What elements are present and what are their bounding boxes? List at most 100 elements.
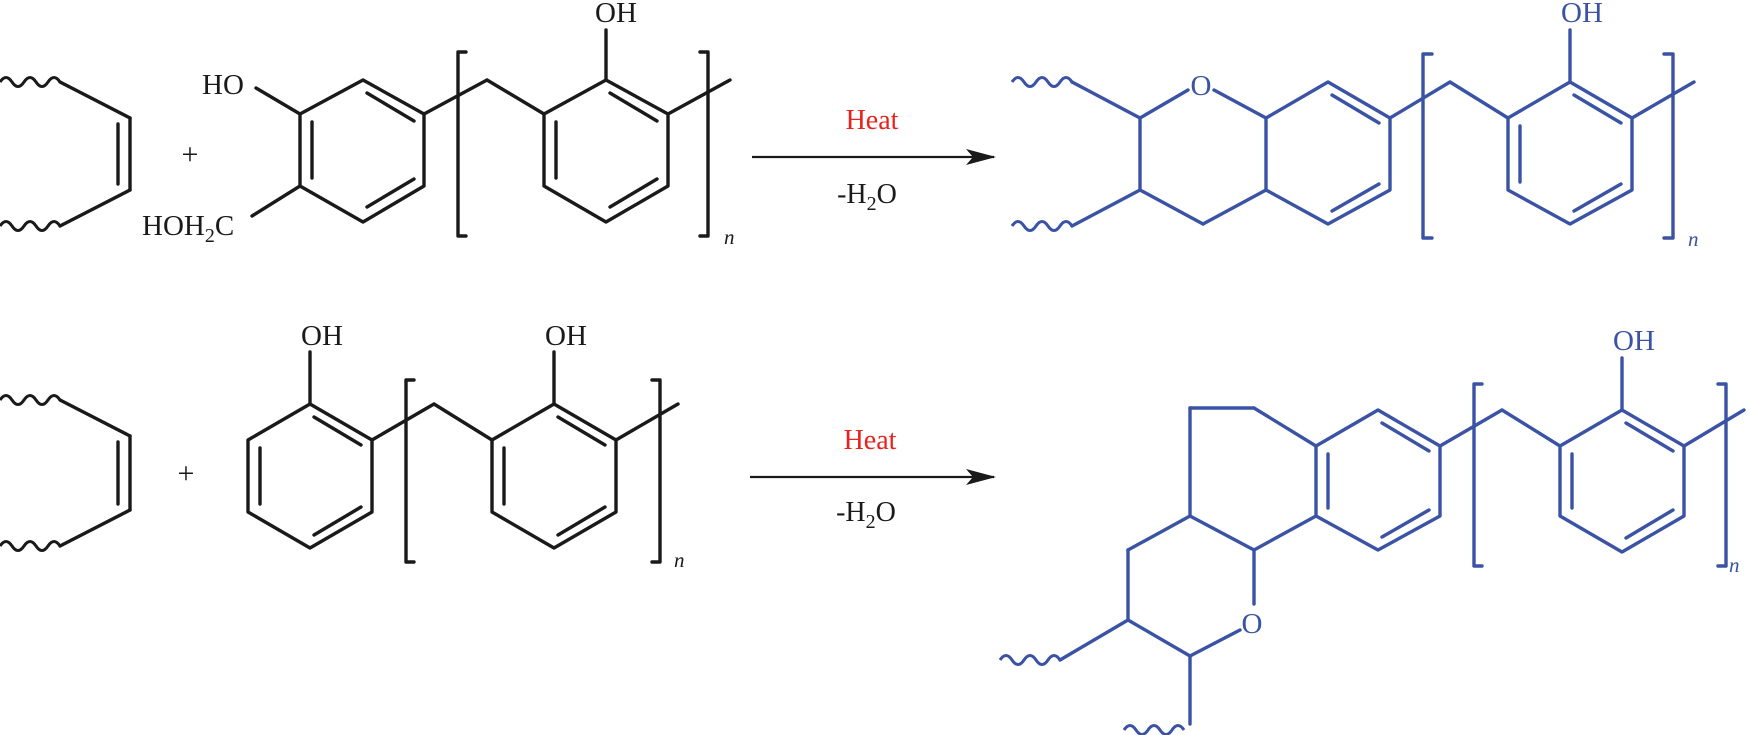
alkene-bond bbox=[58, 398, 132, 438]
benzene-ring bbox=[1264, 80, 1392, 226]
polymer-chain-wavy-bond bbox=[0, 76, 62, 88]
repeat-index: n bbox=[1688, 227, 1699, 251]
repeat-unit-bracket-left bbox=[404, 378, 416, 564]
hydroxyl-label: OH bbox=[301, 320, 343, 352]
ring-fusion-bond bbox=[1252, 514, 1318, 552]
benzene-ring bbox=[1314, 408, 1442, 552]
benzene-ring-repeat bbox=[542, 78, 670, 224]
chain-bond bbox=[1070, 80, 1142, 120]
repeat-unit-bracket-right bbox=[1716, 382, 1728, 568]
bridge-bond bbox=[432, 402, 494, 442]
aromatic-double-bond bbox=[608, 91, 659, 123]
reaction-2: + OH OH n Heat -H2O bbox=[0, 320, 1746, 735]
aromatic-double-bond bbox=[365, 177, 416, 209]
repeat-unit-bracket-left bbox=[456, 50, 468, 238]
repeat-index: n bbox=[1729, 553, 1740, 577]
pyran-ring-bond bbox=[1126, 618, 1192, 658]
repeat-index: n bbox=[674, 548, 685, 572]
aromatic-double-bond bbox=[1330, 182, 1381, 213]
reaction-1-alkene bbox=[0, 76, 132, 232]
reaction-1-chroman-product: O OH n bbox=[1010, 0, 1699, 251]
alkene-bond bbox=[58, 188, 132, 228]
pyran-ring-bond bbox=[1138, 88, 1190, 120]
chain-bond bbox=[1070, 188, 1142, 228]
ring-oxygen-label: O bbox=[1191, 70, 1212, 102]
chain-continuation-bond bbox=[1630, 80, 1696, 120]
reaction-2-novolac: OH OH n bbox=[246, 320, 685, 572]
aromatic-double-bond bbox=[1624, 508, 1675, 540]
polymer-chain-wavy-bond bbox=[998, 654, 1062, 666]
pyran-ring-bond bbox=[1212, 88, 1268, 120]
bridge-bond bbox=[1448, 80, 1510, 120]
repeat-unit-bracket-left bbox=[1472, 382, 1484, 568]
pyran-ring-bond bbox=[1201, 188, 1268, 226]
pyran-ring-bond bbox=[1138, 188, 1205, 226]
methylol-label: HOH2C bbox=[142, 210, 234, 247]
reaction-1-methylol-novolac: HO HOH2C OH n bbox=[142, 0, 735, 249]
alkene-bond bbox=[58, 80, 132, 120]
polymer-chain-wavy-bond bbox=[0, 394, 62, 406]
hydroxyl-bond bbox=[254, 86, 302, 116]
aromatic-double-bond bbox=[312, 505, 363, 537]
bridge-bond bbox=[1388, 80, 1452, 120]
pyran-ring-bond bbox=[1126, 514, 1192, 552]
repeat-unit-bracket-right bbox=[1662, 52, 1675, 240]
hydroxyl-label: OH bbox=[595, 0, 637, 29]
aromatic-double-bond bbox=[1380, 421, 1431, 453]
aromatic-double-bond bbox=[1572, 182, 1623, 213]
bridge-bond bbox=[370, 402, 436, 442]
repeat-unit-bracket-right bbox=[650, 378, 662, 564]
hydroxyl-label: OH bbox=[545, 320, 587, 352]
aromatic-double-bond bbox=[365, 91, 416, 123]
reaction-2-fused-product: O OH n bbox=[998, 325, 1746, 735]
aromatic-double-bond bbox=[556, 415, 607, 447]
condition-water-loss-label: -H2O bbox=[836, 497, 896, 533]
reaction-1: + HO HOH2C OH n Heat bbox=[0, 0, 1699, 251]
repeat-unit-bracket-left bbox=[1421, 52, 1434, 240]
condition-heat-label: Heat bbox=[846, 105, 899, 136]
chain-bond bbox=[1058, 618, 1130, 662]
alkene-bond bbox=[58, 508, 132, 548]
pyran-ring-bond bbox=[1188, 628, 1242, 658]
bridge-bond bbox=[422, 78, 489, 116]
aromatic-double-bond bbox=[608, 177, 659, 209]
reaction-2-conditions: Heat -H2O bbox=[750, 425, 996, 533]
aromatic-double-bond bbox=[1380, 508, 1431, 539]
plus-sign: + bbox=[178, 457, 195, 490]
bridge-bond bbox=[485, 78, 546, 116]
hydroxyl-label: HO bbox=[202, 69, 244, 101]
benzene-ring-repeat bbox=[1506, 80, 1634, 226]
polymer-chain-wavy-bond bbox=[1010, 76, 1074, 88]
hydroxyl-label: OH bbox=[1561, 0, 1603, 29]
reaction-2-alkene bbox=[0, 394, 132, 552]
cyclohexane-ring-bond bbox=[1188, 514, 1256, 552]
hydroxyl-label: OH bbox=[1613, 325, 1655, 357]
reaction-1-conditions: Heat -H2O bbox=[752, 105, 996, 215]
polymer-chain-wavy-bond bbox=[0, 540, 62, 552]
condition-heat-label: Heat bbox=[844, 425, 897, 456]
benzene-ring-repeat bbox=[490, 402, 618, 550]
methylol-bond bbox=[250, 184, 302, 218]
plus-sign: + bbox=[182, 138, 199, 171]
repeat-unit-bracket-right bbox=[698, 50, 710, 238]
bridge-bond bbox=[1438, 408, 1504, 448]
chain-continuation-bond bbox=[1682, 408, 1746, 448]
aromatic-double-bond bbox=[1330, 93, 1381, 125]
chain-continuation-bond bbox=[614, 402, 680, 442]
aromatic-double-bond bbox=[1624, 421, 1675, 453]
bridge-bond bbox=[1500, 408, 1562, 448]
chain-continuation-bond bbox=[666, 78, 732, 116]
polymer-chain-wavy-bond bbox=[1010, 220, 1074, 232]
aromatic-double-bond bbox=[312, 415, 363, 447]
polymer-chain-wavy-bond bbox=[0, 220, 62, 232]
benzene-ring-repeat bbox=[1558, 408, 1686, 554]
benzene-ring bbox=[298, 78, 426, 224]
condition-water-loss-label: -H2O bbox=[837, 179, 897, 215]
aromatic-double-bond bbox=[1572, 93, 1623, 125]
ring-fusion-bond bbox=[1252, 406, 1318, 448]
repeat-index: n bbox=[724, 225, 735, 249]
polymer-chain-wavy-bond bbox=[1122, 724, 1186, 735]
benzene-ring-end bbox=[246, 402, 374, 550]
ring-oxygen-label: O bbox=[1242, 608, 1263, 640]
